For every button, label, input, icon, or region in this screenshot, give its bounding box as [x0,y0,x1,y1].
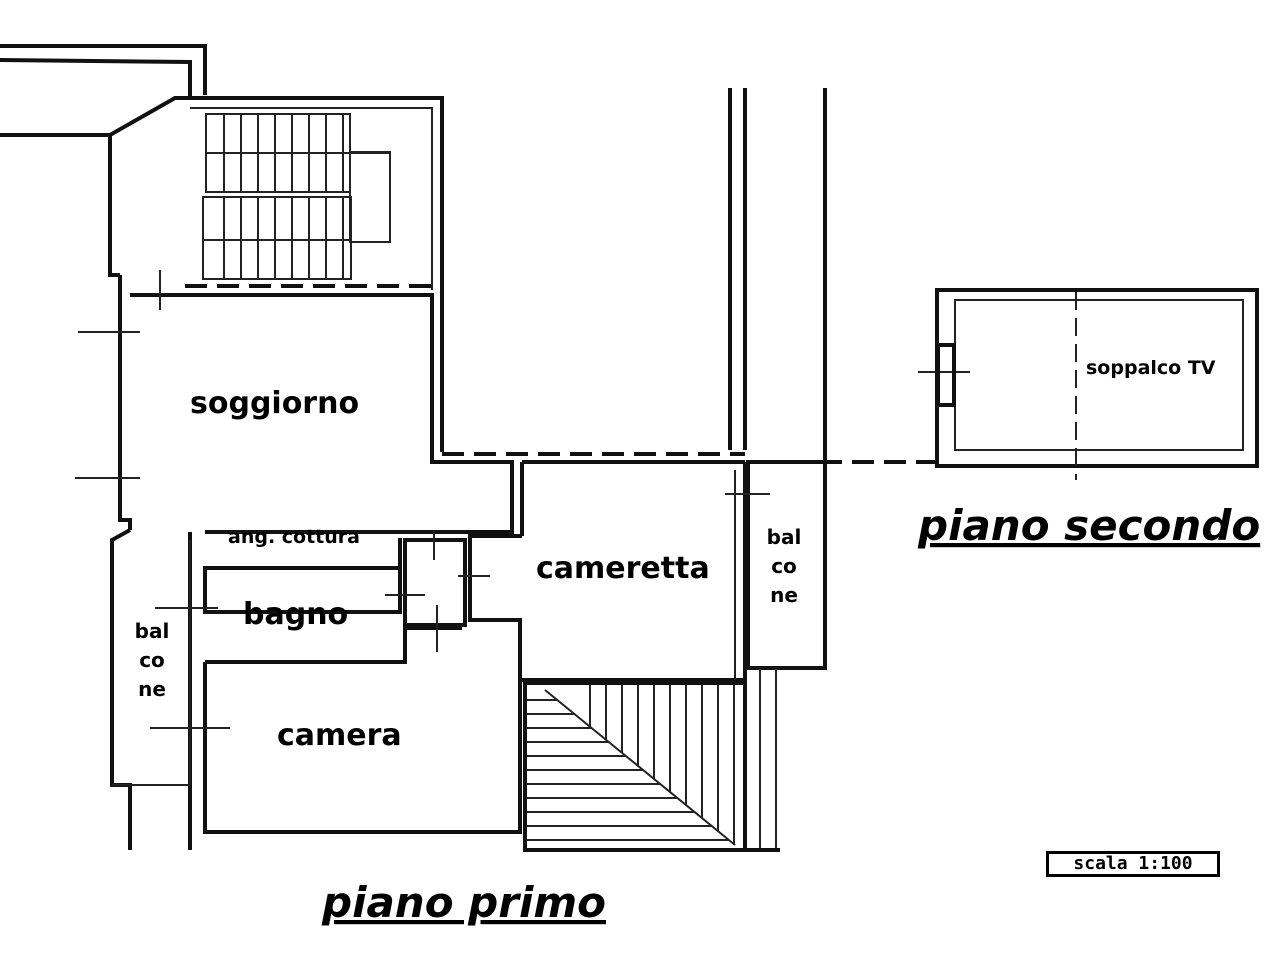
room-label-ang-cottura: ang. cottura [228,526,360,548]
room-label-camera: camera [277,718,402,753]
room-label-bagno: bagno [243,597,348,632]
window-marks [75,270,970,729]
staircase [202,113,391,280]
room-label-soggiorno: soggiorno [190,386,359,421]
walls [0,44,1259,852]
terrace-hatch [523,668,780,852]
room-label-soppalco: soppalco TV [1086,357,1216,379]
room-labels: soggiorno ang. cottura bagno camera came… [135,357,1216,753]
room-label-balcone-right-3: ne [770,583,798,607]
title-piano-secondo: piano secondo [917,501,1260,550]
room-label-balcone-right-1: bal [767,525,802,549]
room-label-balcone-right-2: co [771,554,797,578]
scale-label: scala 1:100 [1046,851,1220,877]
room-label-cameretta: cameretta [536,551,710,586]
room-label-balcone-left-1: bal [135,619,170,643]
title-piano-primo: piano primo [321,878,606,927]
room-label-balcone-left-2: co [139,648,165,672]
room-label-balcone-left-3: ne [138,677,166,701]
